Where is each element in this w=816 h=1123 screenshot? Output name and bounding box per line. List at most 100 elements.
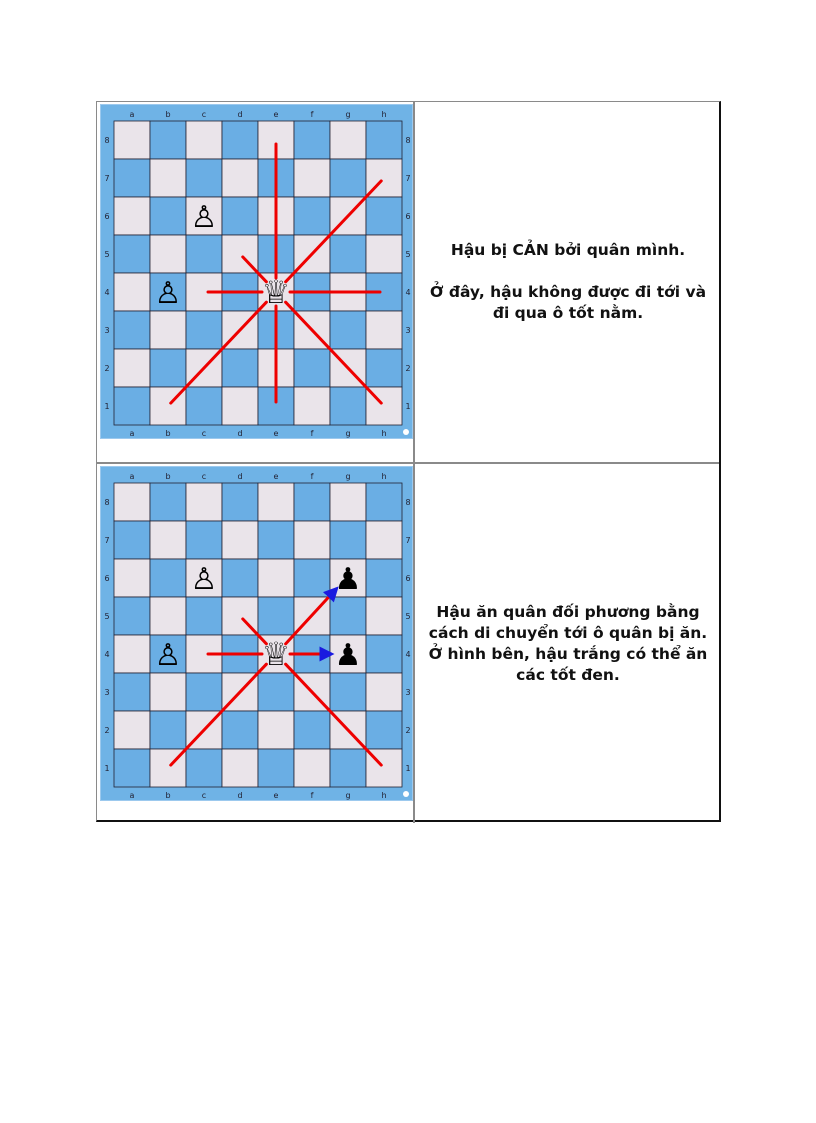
square-h5 [365, 234, 403, 274]
rank-label: 2 [104, 726, 109, 735]
file-label: a [130, 110, 135, 119]
square-e2 [257, 710, 295, 750]
square-a3 [113, 310, 151, 350]
caption-body: Hậu ăn quân đối phương bằng cách di chuy… [428, 602, 708, 684]
file-label: a [130, 791, 135, 800]
square-a5 [113, 596, 151, 636]
square-f2 [293, 348, 331, 388]
square-a8 [113, 482, 151, 522]
square-e8 [257, 482, 295, 522]
square-a5 [113, 234, 151, 274]
rank-label: 5 [104, 612, 109, 621]
rank-label: 7 [405, 536, 410, 545]
rank-label: 1 [405, 402, 410, 411]
square-g1 [329, 386, 367, 426]
square-d8 [221, 120, 259, 160]
square-f8 [293, 482, 331, 522]
square-a4 [113, 634, 151, 674]
square-g8 [329, 482, 367, 522]
rank-label: 4 [104, 650, 109, 659]
file-label: g [345, 110, 350, 119]
white-queen-icon: ♕ [262, 273, 291, 311]
square-d6 [221, 558, 259, 598]
square-b5 [149, 234, 187, 274]
square-c8 [185, 482, 223, 522]
square-h8 [365, 120, 403, 160]
square-c7 [185, 158, 223, 198]
square-b3 [149, 672, 187, 712]
square-f6 [293, 196, 331, 236]
square-a7 [113, 520, 151, 560]
rank-label: 4 [405, 650, 410, 659]
square-h7 [365, 520, 403, 560]
rank-label: 3 [405, 326, 410, 335]
file-label: c [202, 472, 206, 481]
square-g3 [329, 672, 367, 712]
square-c3 [185, 310, 223, 350]
rank-label: 6 [405, 212, 410, 221]
square-c5 [185, 596, 223, 636]
caption-title: Hậu bị CẢN bởi quân mình. [450, 241, 686, 259]
square-d1 [221, 386, 259, 426]
rank-label: 3 [405, 688, 410, 697]
square-f1 [293, 386, 331, 426]
white-pawn-icon: ♙ [155, 276, 182, 311]
square-b4 [149, 272, 187, 312]
move-line [241, 255, 268, 284]
square-h2 [365, 710, 403, 750]
white-pawn-icon: ♙ [191, 562, 218, 597]
move-line [169, 300, 268, 405]
square-h6 [365, 196, 403, 236]
file-label: d [237, 472, 242, 481]
move-line [284, 179, 383, 284]
square-f8 [293, 120, 331, 160]
file-label: b [165, 110, 170, 119]
square-b6 [149, 558, 187, 598]
square-b7 [149, 520, 187, 560]
square-d7 [221, 520, 259, 560]
square-b7 [149, 158, 187, 198]
square-g7 [329, 158, 367, 198]
square-g7 [329, 520, 367, 560]
file-label: b [165, 472, 170, 481]
square-a6 [113, 196, 151, 236]
file-label: b [165, 791, 170, 800]
square-c1 [185, 748, 223, 788]
rank-label: 4 [405, 288, 410, 297]
square-f7 [293, 520, 331, 560]
square-b8 [149, 120, 187, 160]
file-label: f [311, 429, 314, 438]
caption-capture: Hậu ăn quân đối phương bằng cách di chuy… [423, 602, 713, 686]
caption-cell: Hậu bị CẢN bởi quân mình. Ở đây, hậu khô… [417, 102, 719, 462]
square-b3 [149, 310, 187, 350]
square-e5 [257, 596, 295, 636]
black-pawn-icon: ♟ [335, 562, 362, 597]
white-queen-icon: ♕ [262, 635, 291, 673]
square-h4 [365, 634, 403, 674]
file-label: e [274, 472, 279, 481]
square-c8 [185, 120, 223, 160]
file-label: h [381, 429, 386, 438]
square-f6 [293, 558, 331, 598]
file-label: h [381, 472, 386, 481]
file-label: g [345, 429, 350, 438]
rank-label: 5 [405, 250, 410, 259]
rank-label: 5 [405, 612, 410, 621]
caption-blocked: Hậu bị CẢN bởi quân mình. Ở đây, hậu khô… [423, 240, 713, 324]
square-a8 [113, 120, 151, 160]
square-c7 [185, 520, 223, 560]
rank-label: 7 [405, 174, 410, 183]
file-label: a [130, 472, 135, 481]
square-a6 [113, 558, 151, 598]
move-line [284, 662, 383, 767]
rank-label: 2 [405, 726, 410, 735]
square-d2 [221, 348, 259, 388]
square-f2 [293, 710, 331, 750]
